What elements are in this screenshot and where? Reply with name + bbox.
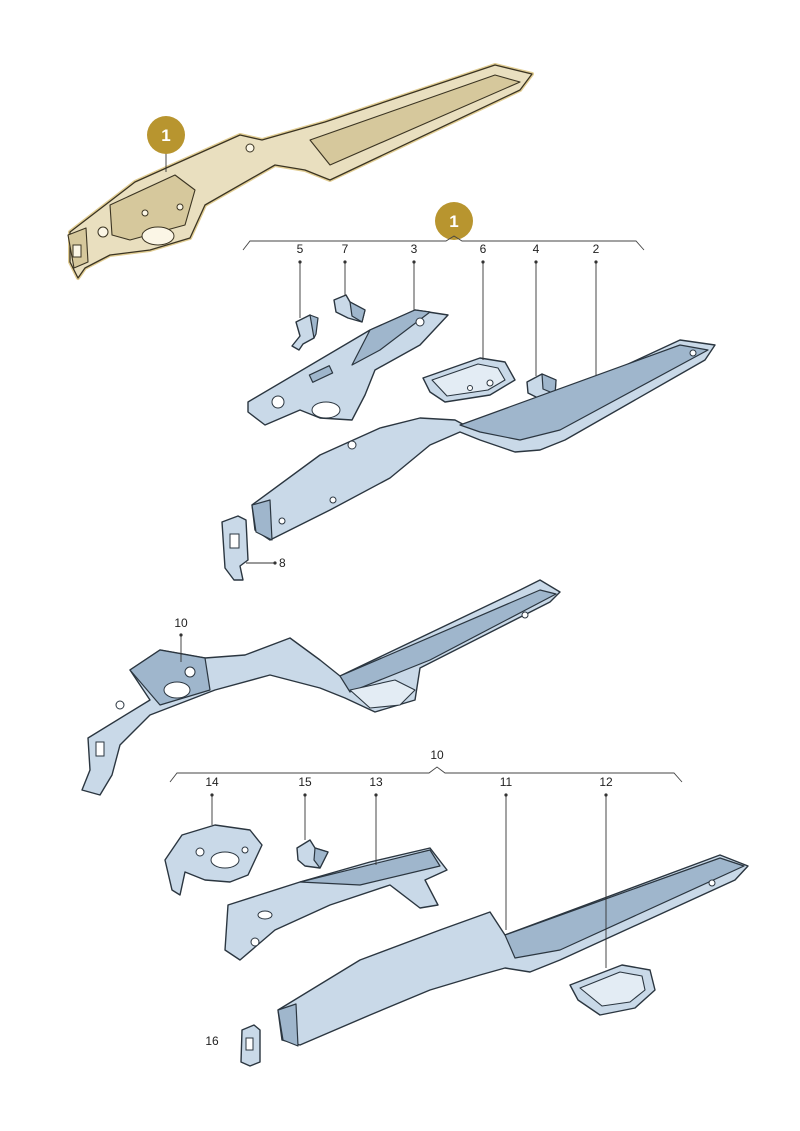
badge-label: 1 (449, 212, 458, 231)
assembly-10[interactable] (81, 579, 561, 796)
part-number-12[interactable]: 12 (599, 775, 613, 789)
part-number-5[interactable]: 5 (297, 242, 304, 256)
part-3-front-member[interactable] (247, 309, 449, 426)
assembly-1-highlighted[interactable] (67, 63, 534, 280)
part-number-8[interactable]: 8 (279, 556, 286, 570)
part-number-15[interactable]: 15 (298, 775, 312, 789)
part-number-2[interactable]: 2 (593, 242, 600, 256)
part-number-10-top[interactable]: 10 (174, 616, 188, 630)
part-number-16[interactable]: 16 (205, 1034, 219, 1048)
part-number-6[interactable]: 6 (480, 242, 487, 256)
part-2-side-member[interactable] (251, 339, 716, 541)
part-7-bracket[interactable] (333, 294, 366, 323)
part-14-plate[interactable] (164, 824, 263, 896)
part-16-plate[interactable] (240, 1024, 261, 1067)
part-number-3[interactable]: 3 (411, 242, 418, 256)
part-number-14[interactable]: 14 (205, 775, 219, 789)
part-12-tray[interactable] (569, 964, 656, 1016)
group-label-10[interactable]: 10 (430, 748, 444, 762)
part-6-tray[interactable] (422, 357, 516, 403)
part-number-4[interactable]: 4 (533, 242, 540, 256)
callout-badge-1-top[interactable]: 1 (147, 116, 185, 172)
callout-badge-1-group[interactable]: 1 (435, 202, 473, 240)
badge-circle (435, 202, 473, 240)
part-number-7[interactable]: 7 (342, 242, 349, 256)
part-8-plate[interactable] (221, 515, 249, 581)
part-11-side-member[interactable] (277, 854, 749, 1047)
group-brace-1 (242, 235, 645, 251)
part-number-11[interactable]: 11 (500, 775, 513, 789)
part-15-bracket[interactable] (296, 839, 329, 869)
group-brace-10 (169, 766, 683, 783)
part-13-member[interactable] (224, 847, 448, 961)
badge-label: 1 (161, 126, 170, 145)
badge-circle (147, 116, 185, 154)
part-5-bracket[interactable] (291, 314, 319, 351)
part-number-13[interactable]: 13 (369, 775, 383, 789)
